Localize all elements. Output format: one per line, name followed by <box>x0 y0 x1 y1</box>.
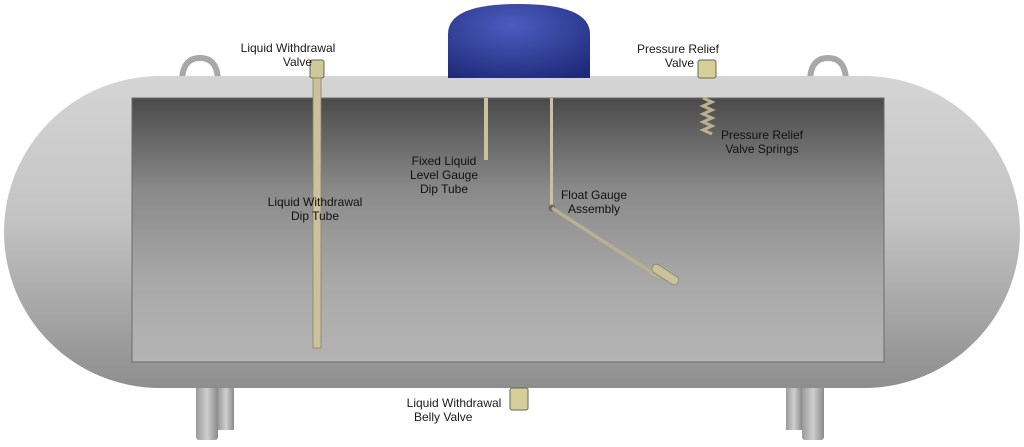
label-liquid-withdrawal-dip-tube: Liquid Withdrawal Dip Tube <box>267 195 363 223</box>
liquid-withdrawal-belly-valve <box>509 387 529 411</box>
label-float-gauge-assembly: Float Gauge Assembly <box>560 188 628 216</box>
float-gauge-rod <box>550 98 553 208</box>
label-pressure-relief-valve-springs: Pressure Relief Valve Springs <box>720 128 804 156</box>
fixed-liquid-level-gauge-tube <box>484 98 488 160</box>
right-lifting-lug <box>807 54 849 83</box>
valve-dome <box>448 4 590 78</box>
liquid-withdrawal-dip-tube <box>312 77 322 349</box>
label-liquid-withdrawal-belly-valve: Liquid Withdrawal Belly Valve <box>406 396 502 424</box>
pressure-relief-springs <box>699 96 716 136</box>
label-liquid-withdrawal-valve: Liquid Withdrawal Valve <box>240 41 336 69</box>
left-lifting-lug <box>179 54 221 83</box>
pressure-relief-valve <box>697 59 717 79</box>
tank-cutaway <box>131 97 885 363</box>
float-gauge-arm <box>551 206 661 280</box>
float-gauge-float <box>651 263 680 286</box>
label-pressure-relief-valve: Pressure Relief Valve <box>636 42 720 70</box>
label-fixed-liquid-level-gauge: Fixed Liquid Level Gauge Dip Tube <box>409 154 479 196</box>
